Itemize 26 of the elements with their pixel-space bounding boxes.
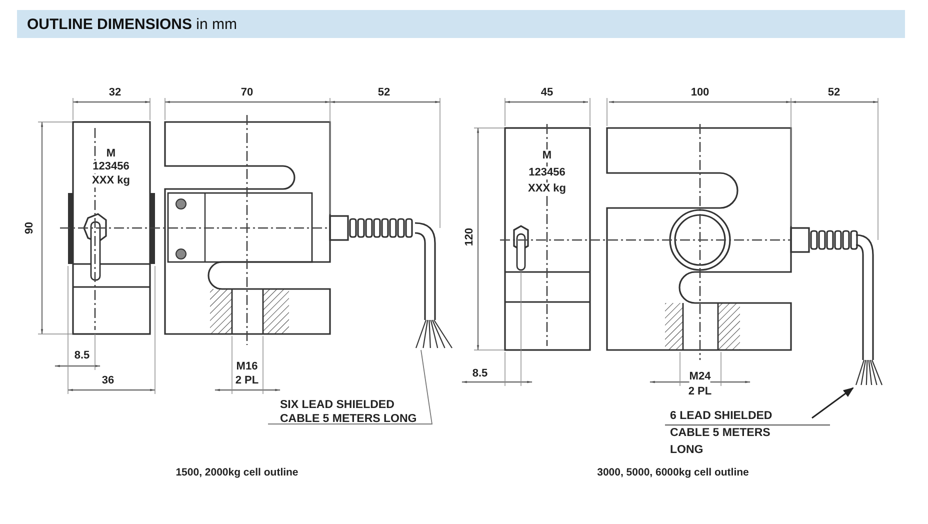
dimension-value: 8.5 [472, 368, 488, 380]
caption: 3000, 5000, 6000kg cell outline [597, 466, 749, 480]
dimension-value: 45 [540, 86, 554, 100]
dimension-value: 52 [378, 86, 390, 100]
dimension-value: 8.5 [74, 350, 90, 362]
caption: 1500, 2000kg cell outline [176, 466, 298, 480]
callout-text: SIX LEAD SHIELDED CABLE 5 METERS LONG [280, 398, 430, 426]
dimension-value: 52 [828, 86, 840, 100]
callout-text: 6 LEAD SHIELDED CABLE 5 METERS LONG [670, 408, 795, 459]
marking-text: XXX kg [92, 174, 130, 188]
cable-wires-drawing [855, 360, 883, 386]
marking-text: 123456 [528, 166, 566, 180]
marking-text: 123456 [92, 160, 130, 174]
title-text: OUTLINE DIMENSIONS in mm [27, 16, 238, 33]
dimension-value: 32 [108, 86, 122, 100]
leader-line [812, 387, 854, 419]
dimension-value: 100 [690, 86, 710, 100]
marking-text: XXX kg [528, 182, 566, 196]
leader-line [268, 350, 433, 424]
dimension-value: 70 [240, 86, 254, 100]
marking-text: M [542, 150, 552, 162]
dimension-value: 120 [464, 228, 476, 246]
cable-wires-drawing [415, 320, 452, 348]
thread-size: M24 [689, 370, 711, 384]
dimension-value: 36 [102, 374, 114, 388]
dimension-value: 90 [24, 222, 36, 234]
